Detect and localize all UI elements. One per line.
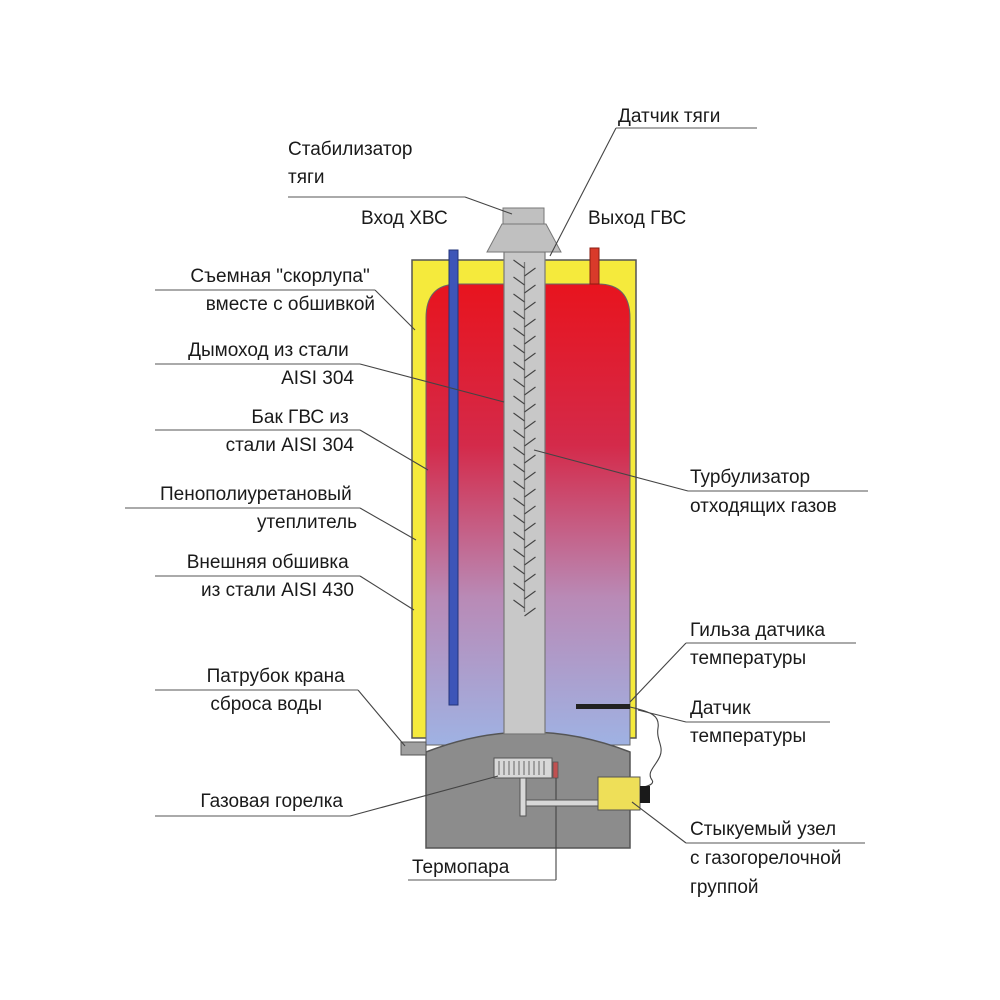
label-gas-burner: Газовая горелка [200, 791, 343, 812]
label-drain-pipe: Патрубок крана сброса воды [207, 666, 350, 715]
drain-pipe [400, 741, 427, 756]
leader-lines [125, 127, 868, 881]
label-flue: Дымоход из стали AISI 304 [188, 340, 354, 389]
thermocouple [552, 761, 559, 779]
gas-supply-pipe [525, 799, 601, 807]
gas-unit [597, 776, 641, 811]
burner-stand [519, 777, 527, 817]
gas-unit-knob [640, 786, 650, 803]
label-turbulator: Турбулизатор отходящих газов [690, 467, 837, 517]
turbulator [513, 259, 536, 617]
sensor-wire [625, 706, 662, 791]
label-outer-casing: Внешняя обшивка из стали AISI 430 [187, 552, 354, 601]
cold-inlet-pipe [448, 249, 459, 706]
label-hot-outlet: Выход ГВС [588, 208, 686, 229]
gas-burner [493, 757, 553, 779]
label-draft-sensor: Датчик тяги [618, 106, 720, 127]
label-tank: Бак ГВС из стали AISI 304 [226, 407, 355, 456]
label-sensor-sleeve: Гильза датчика температуры [690, 620, 830, 669]
label-thermocouple: Термопара [412, 857, 510, 878]
label-draft-stabilizer: Стабилизатор тяги [288, 139, 418, 188]
label-insulation: Пенополиуретановый утеплитель [160, 484, 357, 533]
label-temp-sensor: Датчик температуры [690, 698, 806, 747]
draft-stabilizer [486, 207, 562, 253]
labels: Стабилизатор тяги Датчик тяги Вход ХВС В… [160, 106, 847, 898]
hot-outlet-pipe [589, 247, 600, 285]
burner-slots [498, 761, 545, 775]
sensor-sleeve [576, 704, 630, 709]
label-removable-shell: Съемная "скорлупа" вместе с обшивкой [190, 266, 375, 315]
label-gas-unit: Стыкуемый узел с газогорелочной группой [690, 819, 847, 898]
label-cold-inlet: Вход ХВС [361, 208, 448, 229]
